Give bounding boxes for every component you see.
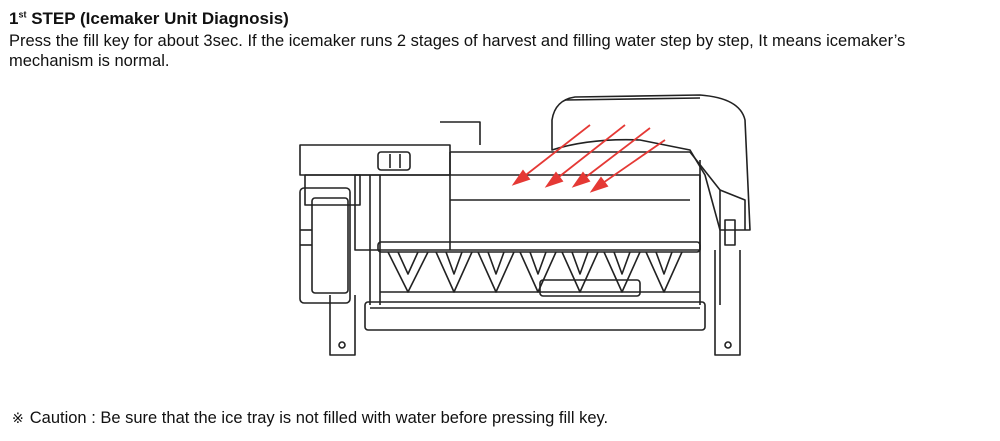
step-description: Press the fill key for about 3sec. If th… xyxy=(9,32,906,70)
step-number: 1 xyxy=(9,9,19,28)
step-ordinal: st xyxy=(18,9,27,20)
step-title: STEP (Icemaker Unit Diagnosis) xyxy=(26,9,289,28)
caution-text: Caution : Be sure that the ice tray is n… xyxy=(29,409,609,427)
caution-note: ※ Caution : Be sure that the ice tray is … xyxy=(12,409,608,428)
icemaker-figure xyxy=(0,80,1000,380)
icemaker-diagram-icon xyxy=(299,94,751,356)
caution-symbol: ※ xyxy=(12,410,24,426)
step-heading: 1st STEP (Icemaker Unit Diagnosis) xyxy=(9,9,289,29)
fill-arrows xyxy=(511,124,666,193)
